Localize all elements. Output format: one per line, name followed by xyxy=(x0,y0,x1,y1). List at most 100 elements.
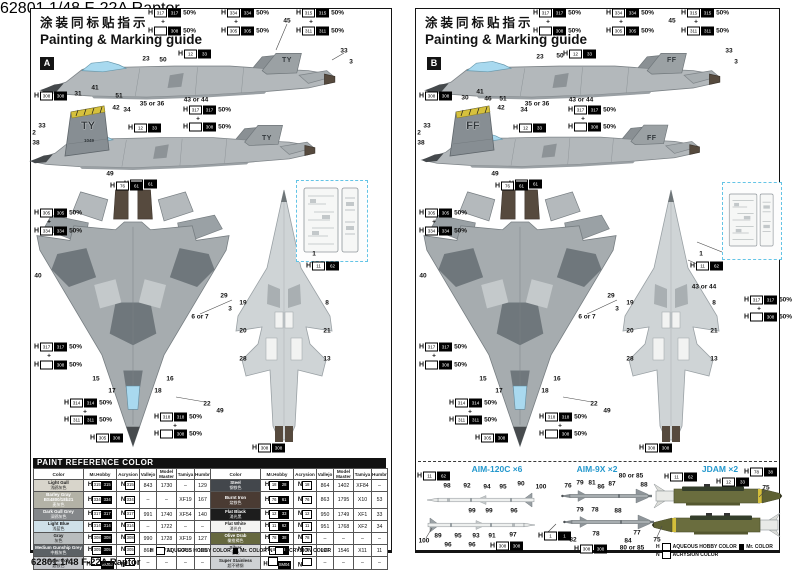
callout-number: 82 xyxy=(569,536,577,544)
callout-number: 6 or 7 xyxy=(191,313,209,321)
mr-color-number-box: 38 xyxy=(279,534,290,543)
color-key-footnote-b1: H AQUEOUS HOBBY COLOR Mr. COLOR xyxy=(656,543,773,551)
ref-number-cell: – xyxy=(194,520,211,533)
chip-h-prefix: H xyxy=(148,27,154,35)
mr-color-number-box: 315 xyxy=(701,8,715,18)
chip-h-prefix: H xyxy=(574,545,580,553)
aqueous-number-box: 317 xyxy=(189,105,203,115)
mix-percent: 50% xyxy=(189,413,203,421)
mr-color-number-box: 314 xyxy=(102,522,113,531)
callout-number: 6 or 7 xyxy=(578,313,596,321)
color-name: Gray xyxy=(53,533,64,539)
callout-number: 23 xyxy=(142,55,150,63)
aqueous-number-box: 18 xyxy=(269,481,280,490)
ref-number-cell: – xyxy=(333,532,354,545)
mr-color-number-box: 62 xyxy=(684,472,698,482)
callout-number: 88 xyxy=(614,507,622,515)
ref-number-cell: – xyxy=(139,556,157,570)
aqueous-number-box: 314 xyxy=(92,522,103,531)
mix-percent: 50% xyxy=(183,27,197,35)
chip-h-prefix: H xyxy=(264,535,270,542)
aqueous-number-box: 308 xyxy=(580,544,594,554)
mr-color-number-box: 315 xyxy=(102,481,113,490)
chip-n-prefix: N xyxy=(297,562,303,569)
mr-color-number-box: 308 xyxy=(495,433,509,443)
aqueous-number-box xyxy=(267,557,278,566)
color-name: Barley Gray BS4800/18b21 xyxy=(43,492,74,503)
mr-color-number-box: 61 xyxy=(529,179,543,189)
callout-number: 33 xyxy=(423,122,431,130)
ref-number-cell: XF1 xyxy=(353,508,372,521)
callout-number: 38 xyxy=(32,139,40,147)
mr-color-number-box: 33 xyxy=(583,49,597,59)
aqueous-number-box: 315 xyxy=(92,481,103,490)
callout-number: 49 xyxy=(216,407,224,415)
aqueous-number-box: 76 xyxy=(269,495,280,505)
chip-h-prefix: H xyxy=(154,413,160,421)
mix-percent: 50% xyxy=(574,430,588,438)
aqueous-number-box: 315 xyxy=(302,8,316,18)
mix-percent: 50% xyxy=(641,9,655,17)
callout-number: + xyxy=(47,218,51,226)
mr-color-number-box: 62 xyxy=(279,522,290,531)
ref-number-cell: 1795 xyxy=(333,491,354,509)
column-header: Tamiya xyxy=(176,468,195,480)
page-title-en: Painting & Marking guide xyxy=(425,32,588,47)
callout-number: + xyxy=(47,352,51,360)
chip-h-prefix: H xyxy=(681,9,687,17)
mr-color-number-box: 61 xyxy=(279,495,290,505)
callout-number: 75 xyxy=(653,536,661,544)
aqueous-number-box xyxy=(750,312,764,322)
chip-h-prefix: H xyxy=(178,50,184,58)
mix-percent: 50% xyxy=(484,416,498,424)
aqueous-number-box: 12 xyxy=(269,510,280,519)
callout-number: 92 xyxy=(463,482,471,490)
mix-percent: 50% xyxy=(568,27,582,35)
callout-number: 29 xyxy=(220,292,228,300)
callout-number: + xyxy=(468,408,472,416)
callout-number: 3 xyxy=(228,305,232,313)
callout-number: + xyxy=(161,18,165,26)
aqueous-number-box: 311 xyxy=(70,415,84,425)
chip-h-prefix: H xyxy=(34,343,40,351)
callout-number: 3 xyxy=(734,58,738,66)
chip-h-prefix: H xyxy=(568,106,574,114)
acrysion-number-box: 8 xyxy=(302,546,313,555)
mix-percent: 50% xyxy=(603,123,617,131)
tail-code: TY xyxy=(262,135,272,142)
acrysion-number-box: 18 xyxy=(302,481,313,490)
ref-number-cell: – xyxy=(371,532,388,545)
ref-number-cell: 951 xyxy=(316,520,334,533)
mr-color-number-box: 62 xyxy=(437,471,451,481)
callout-number: 35 or 36 xyxy=(524,100,550,108)
aqueous-number-box: 305 xyxy=(40,208,54,218)
mix-percent: 50% xyxy=(69,227,83,235)
chip-h-prefix: H xyxy=(419,361,425,369)
ref-number-cell: 843 xyxy=(139,479,157,492)
callout-number: 81 xyxy=(588,479,596,487)
mix-percent: 50% xyxy=(568,9,582,17)
color-name: Olive Drab xyxy=(224,533,247,539)
chip-h-prefix: H xyxy=(264,523,270,530)
chip-n-prefix: N xyxy=(297,547,303,554)
